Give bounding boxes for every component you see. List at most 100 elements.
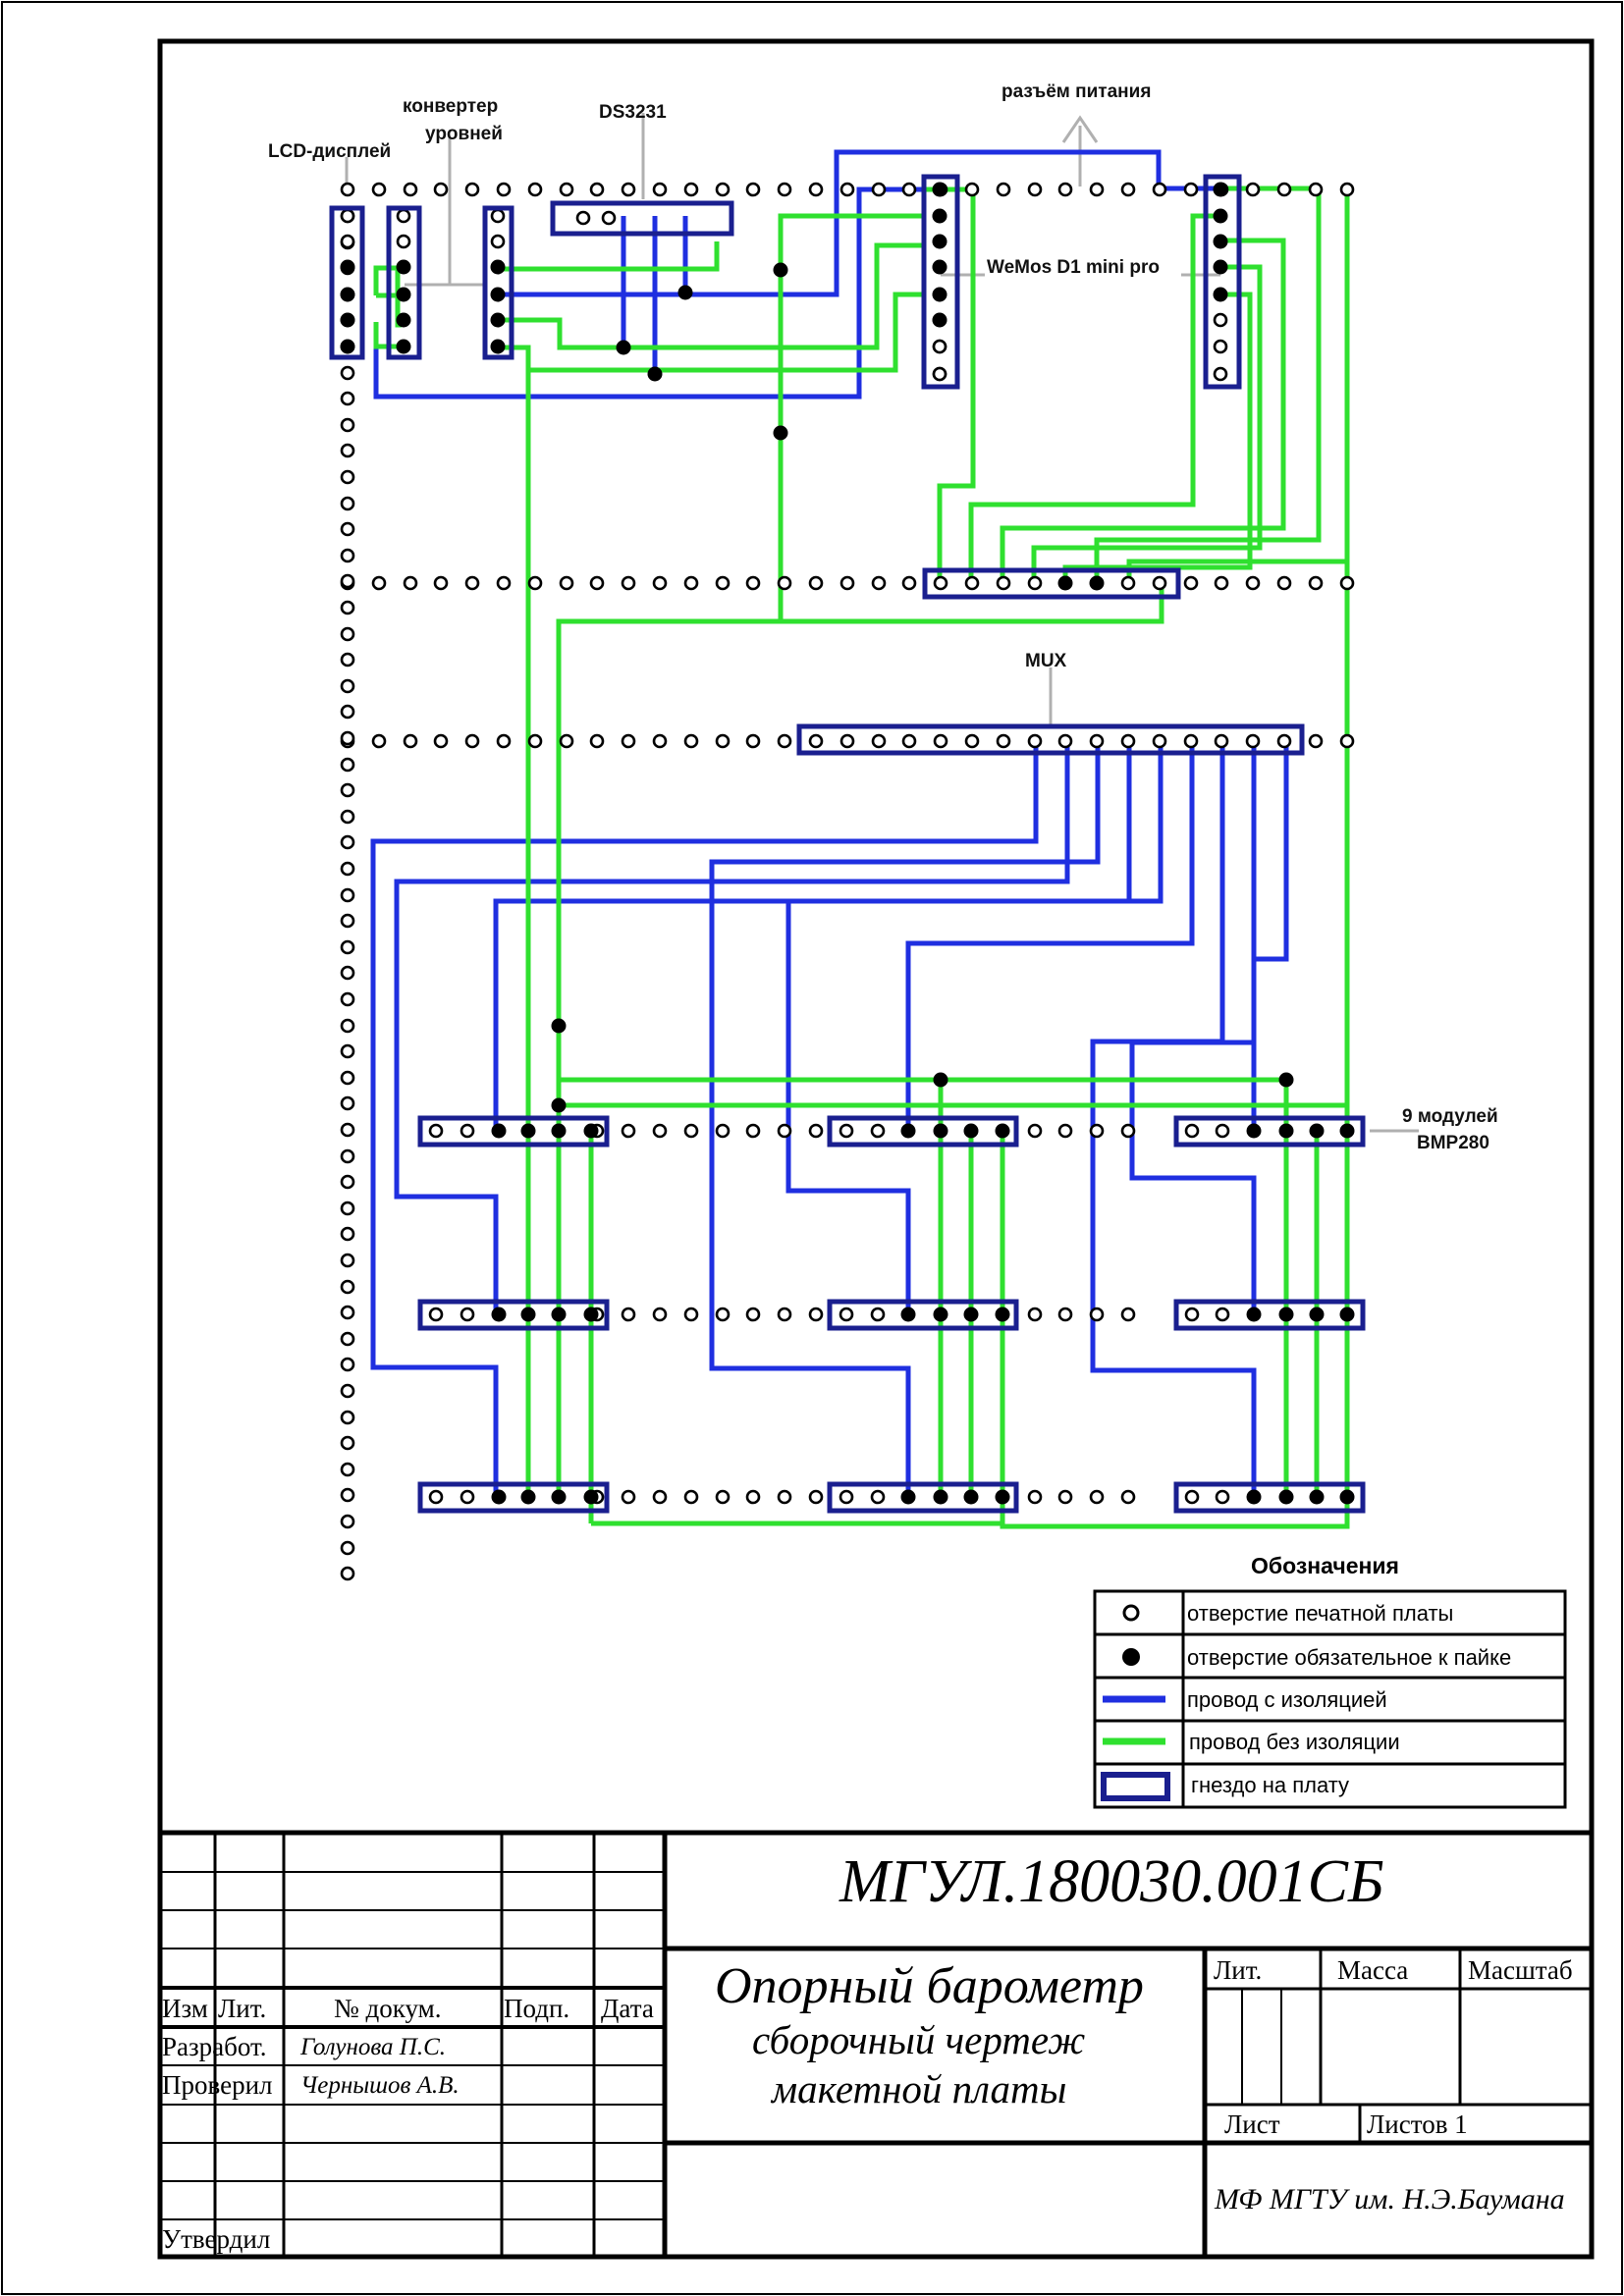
board-hole [340,600,355,615]
header-lit: Лит. [218,1994,266,2023]
legend-item-text: провод без изоляции [1189,1730,1400,1754]
solder-hole [1089,575,1105,591]
solder-hole [773,262,788,278]
board-hole [496,733,512,749]
solder-hole [396,339,411,354]
board-hole [1120,575,1136,591]
solder-hole [1339,1307,1355,1322]
board-hole [901,733,917,749]
board-hole [1027,1489,1043,1505]
board-hole [715,575,731,591]
board-hole [683,1123,699,1139]
board-hole [777,1123,792,1139]
board-hole [1120,1489,1136,1505]
board-hole [340,391,355,406]
board-hole [340,469,355,485]
board-hole [652,1307,668,1322]
board-hole [1308,575,1324,591]
board-hole [340,1410,355,1425]
board-hole [340,861,355,877]
legend-item-text: провод с изоляцией [1187,1687,1387,1712]
board-hole [1057,733,1073,749]
bmp280-socket [417,1481,610,1514]
board-hole [527,575,543,591]
solder-hole [491,1489,507,1505]
solder-hole [963,1123,979,1139]
board-hole [559,733,574,749]
bmp280-socket [417,1115,610,1148]
board-hole [621,733,636,749]
board-hole [1183,182,1199,197]
board-hole [340,1018,355,1034]
board-hole [932,366,947,382]
solder-hole [900,1489,916,1505]
board-hole [340,1148,355,1164]
solder-hole-icon [1122,1648,1140,1666]
bmp280-socket [417,1299,610,1331]
board-hole [1027,1307,1043,1322]
solder-hole [1213,259,1228,275]
board-hole [964,182,980,197]
board-hole [340,1201,355,1216]
converter-label-line1: конвертер [403,96,498,117]
board-hole [871,182,887,197]
board-hole [777,1307,792,1322]
legend: Обозначения отверстие печатной платы отв… [1093,1553,1567,1809]
solder-hole [932,287,947,302]
solder-hole [963,1307,979,1322]
component-labels: LCD-дисплей конвертер уровней DS3231 раз… [268,81,1498,1153]
board-hole [340,1070,355,1086]
board-hole [808,575,824,591]
board-hole [1120,1307,1136,1322]
board-hole [396,208,411,224]
board-hole [777,1489,792,1505]
solder-hole [396,259,411,275]
board-hole [340,443,355,458]
solder-hole [1309,1307,1325,1322]
solder-hole [932,208,947,224]
ds3231-label: DS3231 [599,102,667,123]
solder-hole [490,312,506,328]
board-hole [340,417,355,433]
board-hole [1245,182,1261,197]
solder-hole [932,259,947,275]
board-hole [745,1307,761,1322]
board-hole [901,575,917,591]
solder-hole [1213,182,1228,197]
solder-hole [647,366,663,382]
board-hole [340,704,355,720]
board-hole [589,575,605,591]
board-hole [340,1279,355,1295]
board-hole [621,1307,636,1322]
bmp280-socket [1173,1115,1366,1148]
board-hole [964,575,980,591]
solder-hole [1339,1489,1355,1505]
solder-hole [340,339,355,354]
board-hole [1308,182,1324,197]
board-hole [403,575,418,591]
board-hole [464,575,480,591]
legend-item-text: гнездо на плату [1191,1773,1349,1797]
board-hole [1152,575,1167,591]
solder-hole [1246,1123,1262,1139]
board-hole [464,733,480,749]
board-hole [396,234,411,249]
board-hole [745,1123,761,1139]
solder-hole [340,259,355,275]
board-hole [340,757,355,773]
board-hole [1308,733,1324,749]
board-hole [340,730,355,746]
solder-hole [551,1018,567,1034]
board-hole [870,1123,886,1139]
board-hole [1184,1489,1200,1505]
board-hole [460,1489,475,1505]
converter-label-line2: уровней [425,124,503,144]
board-hole [340,1174,355,1190]
header-podp: Подп. [504,1994,569,2023]
lcd-socket [329,205,365,360]
board-hole [460,1307,475,1322]
board-hole [1214,733,1229,749]
board-holes [340,182,1355,1581]
